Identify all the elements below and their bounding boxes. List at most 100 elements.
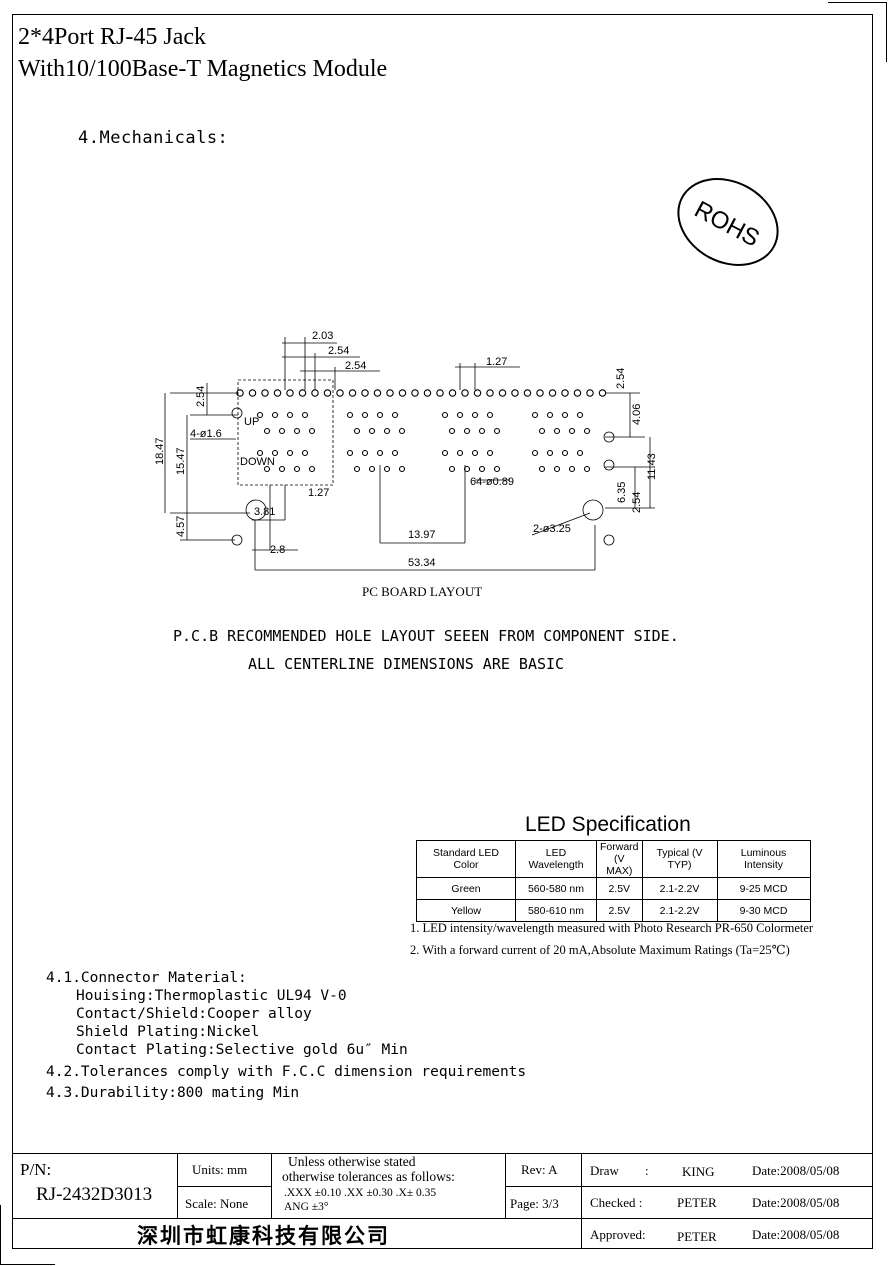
tolerance-line1: Unless otherwise stated [288, 1154, 416, 1169]
draw-date: Date:2008/05/08 [752, 1163, 840, 1178]
rohs-stamp: ROHS [677, 178, 779, 266]
dim-hole-64: 64-ø0.89 [470, 476, 514, 488]
pin-hole [286, 449, 294, 457]
dim-6-35: 6.35 [616, 482, 628, 503]
dim-18-47: 18.47 [154, 437, 166, 465]
tolerance-line4: ANG ±3° [284, 1201, 329, 1213]
dim-2-54-right: 2.54 [615, 368, 627, 389]
pin-hole [463, 465, 471, 473]
pin-hole [583, 465, 591, 473]
dim-hole-4: 4-ø1.6 [190, 428, 222, 440]
corner-mark-bottom-left-h [0, 1264, 55, 1265]
pin-hole [271, 449, 279, 457]
pin-hole [383, 465, 391, 473]
pin-hole [346, 411, 354, 419]
pin-hole [368, 427, 376, 435]
dim-2-03: 2.03 [312, 330, 333, 342]
pin-hole [493, 465, 501, 473]
pin-hole [301, 449, 309, 457]
dimension-lines [164, 337, 655, 571]
pin-hole [576, 411, 584, 419]
pin-hole [298, 389, 307, 397]
dim-2-54-b: 2.54 [345, 360, 366, 372]
pin-hole [353, 427, 361, 435]
led-spec-table: Standard LED Color LED Wavelength Forwar… [416, 840, 811, 922]
dim-13-97: 13.97 [408, 529, 436, 541]
spec-shield-plating: Shield Plating:Nickel [76, 1024, 260, 1040]
led-spec-title: LED Specification [525, 813, 691, 836]
pin-hole [353, 465, 361, 473]
pin-hole [471, 449, 479, 457]
pin-hole [448, 465, 456, 473]
pin-hole [561, 389, 569, 397]
pin-hole [311, 389, 319, 397]
dim-2-54-left: 2.54 [195, 386, 207, 407]
pin-hole [586, 389, 594, 397]
label-up: UP [244, 416, 259, 428]
led-header-wavelength: LED Wavelength [515, 840, 597, 878]
dim-11-43: 11.43 [646, 453, 658, 480]
pcb-note-line2: ALL CENTERLINE DIMENSIONS ARE BASIC [248, 655, 565, 673]
pin-hole [323, 389, 332, 397]
product-title-line1: 2*4Port RJ-45 Jack [18, 24, 206, 50]
led-table-header-row: Standard LED Color LED Wavelength Forwar… [416, 840, 811, 878]
company-name: 深圳市虹康科技有限公司 [137, 1224, 390, 1248]
pin-hole [348, 389, 357, 397]
product-title-line2: With10/100Base-T Magnetics Module [18, 56, 388, 82]
pin-hole [568, 465, 576, 473]
pin-hole [553, 465, 561, 473]
dim-4-57: 4.57 [175, 516, 187, 537]
spec-connector-material: 4.1.Connector Material: [46, 970, 247, 986]
page-number: Page: 3/3 [510, 1196, 559, 1211]
dim-15-47: 15.47 [175, 447, 187, 475]
pin-hole [391, 411, 399, 419]
led-header-color: Standard LED Color [416, 840, 516, 878]
pin-hole [308, 465, 316, 473]
draw-name: KING [682, 1164, 715, 1179]
dim-hole-2: 2-ø3.25 [533, 523, 571, 535]
pin-hole [538, 427, 546, 435]
drawing-frame [12, 14, 873, 1249]
pin-hole [598, 389, 607, 397]
pin-hole [373, 389, 382, 397]
led-cell: 2.1-2.2V [641, 877, 718, 900]
pin-hole [486, 449, 494, 457]
pin-hole [471, 411, 479, 419]
pn-label: P/N: [20, 1160, 52, 1179]
pin-hole [423, 389, 432, 397]
led-cell: Yellow [416, 899, 516, 922]
pin-hole [448, 427, 456, 435]
pin-hole [463, 427, 471, 435]
dim-3-81: 3.81 [254, 506, 275, 518]
spec-durability: 4.3.Durability:800 mating Min [46, 1085, 300, 1101]
pin-hole [256, 449, 264, 457]
tolerance-line3: .XXX ±0.10 .XX ±0.30 .X± 0.35 [284, 1187, 437, 1199]
pin-hole [263, 465, 271, 473]
led-note-2: 2. With a forward current of 20 mA,Absol… [410, 943, 790, 957]
pin-hole [248, 389, 257, 397]
pin-hole [456, 449, 464, 457]
pin-hole [568, 427, 576, 435]
corner-mark-top-right-v [886, 2, 887, 62]
pin-hole [523, 389, 532, 397]
pin-hole [286, 389, 294, 397]
pn-value: RJ-2432D3013 [36, 1184, 153, 1205]
led-note-1: 1. LED intensity/wavelength measured wit… [410, 921, 814, 935]
led-cell: 560-580 nm [515, 877, 597, 900]
draw-label: Draw [590, 1163, 619, 1178]
pin-hole [511, 389, 519, 397]
pin-hole [548, 389, 557, 397]
approved-label: Approved: [590, 1227, 646, 1242]
pin-hole [493, 427, 501, 435]
spec-tolerances: 4.2.Tolerances comply with F.C.C dimensi… [46, 1064, 527, 1080]
rohs-text: ROHS [690, 196, 764, 252]
pin-hole [573, 389, 582, 397]
units: Units: mm [192, 1162, 248, 1177]
pin-hole [361, 389, 369, 397]
pin-hole [536, 389, 544, 397]
dim-2-54-a: 2.54 [328, 345, 349, 357]
pcb-layout-drawing: 2.03 2.54 2.54 1.27 2.54 18.47 15.47 4-ø… [154, 330, 658, 571]
pin-hole [346, 449, 354, 457]
draw-colon: : [645, 1163, 649, 1178]
pin-hole [411, 389, 419, 397]
